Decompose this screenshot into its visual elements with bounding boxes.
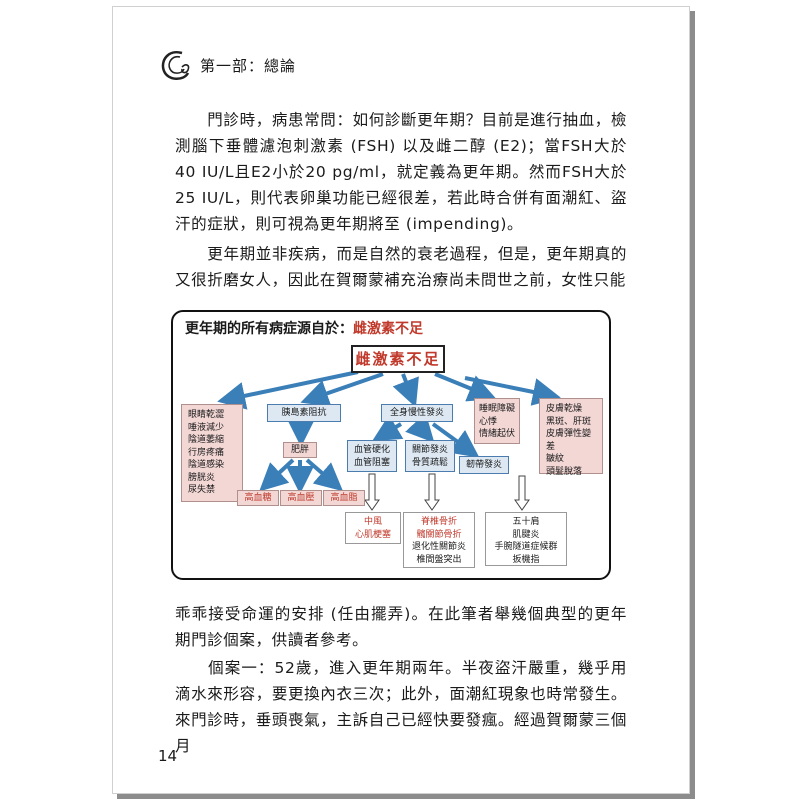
skin-hair-box: 皮膚乾燥黑斑、肝斑皮膚彈性變差 皺紋頭髮脫落 bbox=[539, 398, 603, 477]
chronic-inflammation-box: 全身慢性發炎 bbox=[381, 404, 453, 422]
paragraph-diagnosis: 門診時，病患常問：如何診斷更年期？目前是進行抽血，檢測腦下垂體濾泡刺激素 (FS… bbox=[175, 111, 627, 233]
left-symptom-list: 眼睛乾澀唾液減少 陰道萎縮行房疼痛 陰道感染膀胱炎 尿失禁 bbox=[181, 404, 243, 502]
vascular-box: 血管硬化血管阻塞 bbox=[347, 440, 397, 472]
book-page: 第一部：總論 門診時，病患常問：如何診斷更年期？目前是進行抽血，檢測腦下垂體濾泡… bbox=[112, 6, 690, 794]
arrow-to-left-symptoms bbox=[217, 370, 359, 410]
tendon-box: 五十肩肌腱炎 手腕隧道症候群扳機指 bbox=[485, 512, 567, 566]
sleep-mood-box: 睡眠障礙心悸情緒起伏 bbox=[474, 398, 520, 444]
hyperlipidemia-box: 高血脂 bbox=[323, 490, 365, 506]
ligament-box: 韌帶發炎 bbox=[459, 456, 509, 474]
fracture-box: 脊椎骨折 髖關節骨折 退化性關節炎 椎間盤突出 bbox=[403, 512, 475, 568]
diagram-title: 更年期的所有病症源自於：雌激素不足 bbox=[185, 321, 423, 337]
hypertension-box: 高血壓 bbox=[280, 490, 322, 506]
hyperglycemia-box: 高血糖 bbox=[237, 490, 279, 506]
page-number: 14 bbox=[158, 747, 178, 765]
chapter-header: 第一部：總論 bbox=[158, 47, 296, 83]
paragraph-nature: 更年期並非疾病，而是自然的衰老過程，但是，更年期真的又很折磨女人，因此在賀爾蒙補… bbox=[175, 245, 627, 289]
diagram-arrows bbox=[217, 370, 561, 511]
joint-bone-box: 關節發炎骨質疏鬆 bbox=[405, 440, 455, 472]
source-estrogen-deficiency: 雌激素不足 bbox=[351, 345, 445, 373]
swirl-logo-icon bbox=[161, 50, 190, 80]
paragraph-cases-intro: 乖乖接受命運的安排 (任由擺弄)。在此筆者舉幾個典型的更年期門診個案，供讀者參考… bbox=[175, 605, 627, 649]
chapter-title: 第一部：總論 bbox=[200, 56, 297, 75]
obesity-box: 肥胖 bbox=[283, 442, 317, 458]
menopause-symptom-diagram: 更年期的所有病症源自於：雌激素不足 bbox=[171, 310, 611, 580]
stroke-box: 中風心肌梗塞 bbox=[345, 512, 401, 544]
paragraph-case-one: 個案一：52歲，進入更年期兩年。半夜盜汗嚴重，幾乎用滴水來形容，要更換內衣三次；… bbox=[175, 659, 628, 755]
insulin-resistance-box: 胰島素阻抗 bbox=[267, 404, 341, 422]
